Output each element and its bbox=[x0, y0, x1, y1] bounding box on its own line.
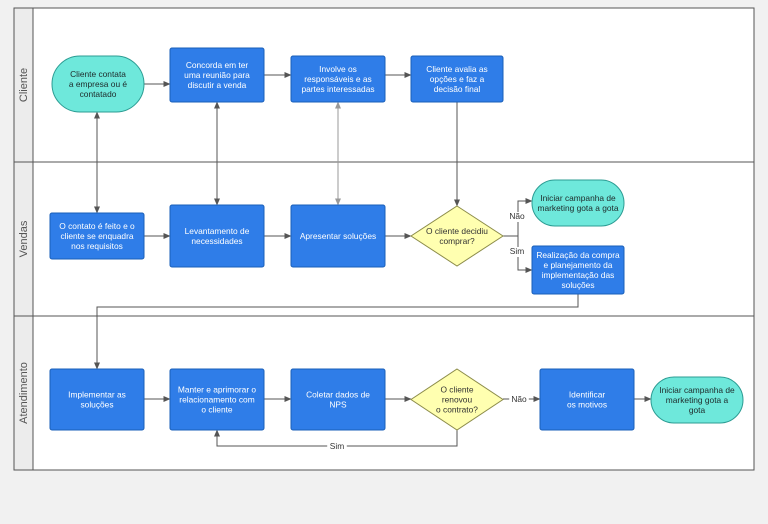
node-text-line: Cliente contata bbox=[70, 69, 126, 79]
node-text-line: Manter e aprimorar o bbox=[178, 385, 257, 395]
node-apresentar-solucoes[interactable]: Apresentar soluções bbox=[290, 204, 386, 268]
node-shape-process bbox=[49, 368, 145, 431]
node-text-line: decisão final bbox=[434, 84, 481, 94]
node-text-line: contatado bbox=[80, 89, 117, 99]
node-text-line: gota bbox=[689, 405, 706, 415]
node-text-line: comprar? bbox=[439, 236, 475, 246]
edge-label-bg bbox=[327, 442, 347, 452]
node-text-line: Involve os bbox=[319, 64, 357, 74]
node-text-line: Levantamento de bbox=[185, 226, 250, 236]
node-text-line: o cliente bbox=[201, 405, 233, 415]
lane-label-vendas: Vendas bbox=[18, 220, 30, 257]
edge-label-bg bbox=[507, 247, 527, 257]
edge-label-e11: Não bbox=[509, 211, 525, 221]
node-shape-process bbox=[169, 204, 265, 268]
edges-layer bbox=[94, 72, 652, 447]
node-shape-process bbox=[539, 368, 635, 431]
lane-label-cliente: Cliente bbox=[18, 68, 30, 102]
node-text-line: Concorda em ter bbox=[186, 60, 249, 70]
node-shape-process bbox=[290, 55, 386, 103]
node-text-line: renovou bbox=[442, 395, 473, 405]
node-text-line: Implementar as bbox=[68, 390, 126, 400]
node-shape-terminal bbox=[51, 55, 145, 113]
node-shape-process bbox=[531, 245, 625, 295]
node-text-line: Iniciar campanha de bbox=[659, 385, 735, 395]
node-text-line: O cliente bbox=[440, 385, 473, 395]
node-shape-terminal bbox=[531, 179, 625, 227]
node-text-line: e planejamento da bbox=[544, 260, 613, 270]
node-text-line: cliente se enquadra bbox=[60, 231, 133, 241]
node-shape-process bbox=[49, 212, 145, 260]
node-shape-decision bbox=[410, 368, 504, 431]
node-text-line: a empresa ou é bbox=[69, 79, 128, 89]
edge-label-e18: Sim bbox=[330, 441, 344, 451]
edge-e13 bbox=[94, 294, 579, 370]
node-shape-process bbox=[290, 368, 386, 431]
node-text-line: uma reunião para bbox=[184, 70, 250, 80]
node-text-line: Iniciar campanha de bbox=[540, 193, 616, 203]
node-shape-process bbox=[169, 47, 265, 103]
node-text-line: marketing gota a gota bbox=[537, 203, 618, 213]
node-text-line: responsáveis e as bbox=[304, 74, 372, 84]
node-text-line: Identificar bbox=[569, 390, 606, 400]
node-shape-process bbox=[410, 55, 504, 103]
node-text-line: opções e faz a bbox=[430, 74, 485, 84]
node-text-line: soluções bbox=[80, 400, 113, 410]
node-text-line: nos requisitos bbox=[71, 241, 123, 251]
node-text-line: Coletar dados de bbox=[306, 390, 370, 400]
node-text-line: necessidades bbox=[191, 236, 242, 246]
node-shape-process bbox=[290, 204, 386, 268]
node-text-line: O contato é feito e o bbox=[59, 221, 135, 231]
node-text-line: soluções bbox=[561, 280, 594, 290]
edge-label-bg bbox=[509, 395, 529, 405]
edge-label-e12: Sim bbox=[510, 246, 524, 256]
node-text-line: Cliente avalia as bbox=[426, 64, 487, 74]
node-text-line: relacionamento com bbox=[179, 395, 254, 405]
edge-label-e17: Não bbox=[511, 394, 527, 404]
edge-label-bg bbox=[507, 212, 527, 222]
node-text-line: partes interessadas bbox=[301, 84, 374, 94]
lane-header-column bbox=[13, 7, 34, 471]
node-shape-process bbox=[169, 368, 265, 431]
node-text-line: Realização da compra bbox=[536, 250, 620, 260]
node-text-line: Apresentar soluções bbox=[300, 231, 376, 241]
node-text-line: implementação das bbox=[542, 270, 615, 280]
node-text-line: marketing gota a bbox=[666, 395, 729, 405]
node-text-line: NPS bbox=[329, 400, 347, 410]
node-shape-terminal bbox=[650, 376, 744, 424]
node-text-line: os motivos bbox=[567, 400, 607, 410]
node-text-line: discutir a venda bbox=[188, 80, 247, 90]
node-text-line: O cliente decidiu bbox=[426, 226, 488, 236]
node-text-line: o contrato? bbox=[436, 405, 478, 415]
node-shape-decision bbox=[410, 205, 504, 267]
lane-label-atendimento: Atendimento bbox=[18, 362, 30, 424]
